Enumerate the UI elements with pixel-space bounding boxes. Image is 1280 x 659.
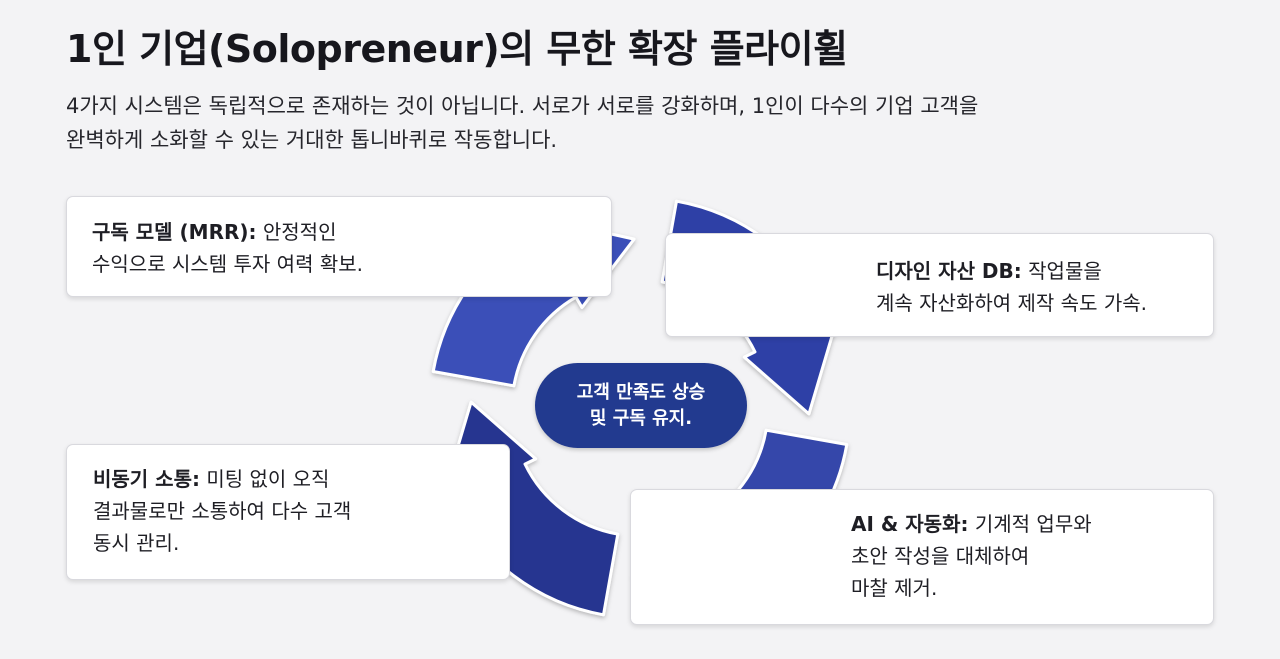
card-subscription-model: 구독 모델 (MRR): 안정적인 수익으로 시스템 투자 여력 확보. xyxy=(66,196,612,297)
card-design-db-text-1: 작업물을 xyxy=(1021,259,1102,283)
card-design-db-label: 디자인 자산 DB: xyxy=(876,259,1022,283)
card-async-communication: 비동기 소통: 미팅 없이 오직 결과물로만 소통하여 다수 고객 동시 관리. xyxy=(66,444,510,580)
subtitle-line-1: 4가지 시스템은 독립적으로 존재하는 것이 아닙니다. 서로가 서로를 강화하… xyxy=(66,94,979,118)
card-ai-label: AI & 자동화: xyxy=(851,512,969,536)
page-subtitle: 4가지 시스템은 독립적으로 존재하는 것이 아닙니다. 서로가 서로를 강화하… xyxy=(66,89,978,157)
card-ai-text-1: 기계적 업무와 xyxy=(968,512,1092,536)
card-ai-automation: AI & 자동화: 기계적 업무와 초안 작성을 대체하여 마찰 제거. xyxy=(630,489,1214,625)
card-design-db-text-2: 계속 자산화하여 제작 속도 가속. xyxy=(876,291,1147,315)
center-goal-badge: 고객 만족도 상승 및 구독 유지. xyxy=(535,363,747,448)
card-async-text-1: 미팅 없이 오직 xyxy=(199,467,330,491)
card-subscription-text-2: 수익으로 시스템 투자 여력 확보. xyxy=(92,252,363,276)
card-design-asset-db: 디자인 자산 DB: 작업물을 계속 자산화하여 제작 속도 가속. xyxy=(665,233,1214,337)
card-ai-text-3: 마찰 제거. xyxy=(851,576,938,600)
card-subscription-label: 구독 모델 (MRR): xyxy=(92,220,257,244)
card-async-text-2: 결과물로만 소통하여 다수 고객 xyxy=(93,499,352,523)
center-goal-line-2: 및 구독 유지. xyxy=(589,407,693,429)
card-subscription-text-1: 안정적인 xyxy=(256,220,337,244)
center-goal-line-1: 고객 만족도 상승 xyxy=(576,381,706,403)
card-async-text-3: 동시 관리. xyxy=(93,531,180,555)
card-async-label: 비동기 소통: xyxy=(93,467,200,491)
page-title: 1인 기업(Solopreneur)의 무한 확장 플라이휠 xyxy=(66,27,848,71)
card-ai-text-2: 초안 작성을 대체하여 xyxy=(851,544,1030,568)
subtitle-line-2: 완벽하게 소화할 수 있는 거대한 톱니바퀴로 작동합니다. xyxy=(66,128,558,152)
